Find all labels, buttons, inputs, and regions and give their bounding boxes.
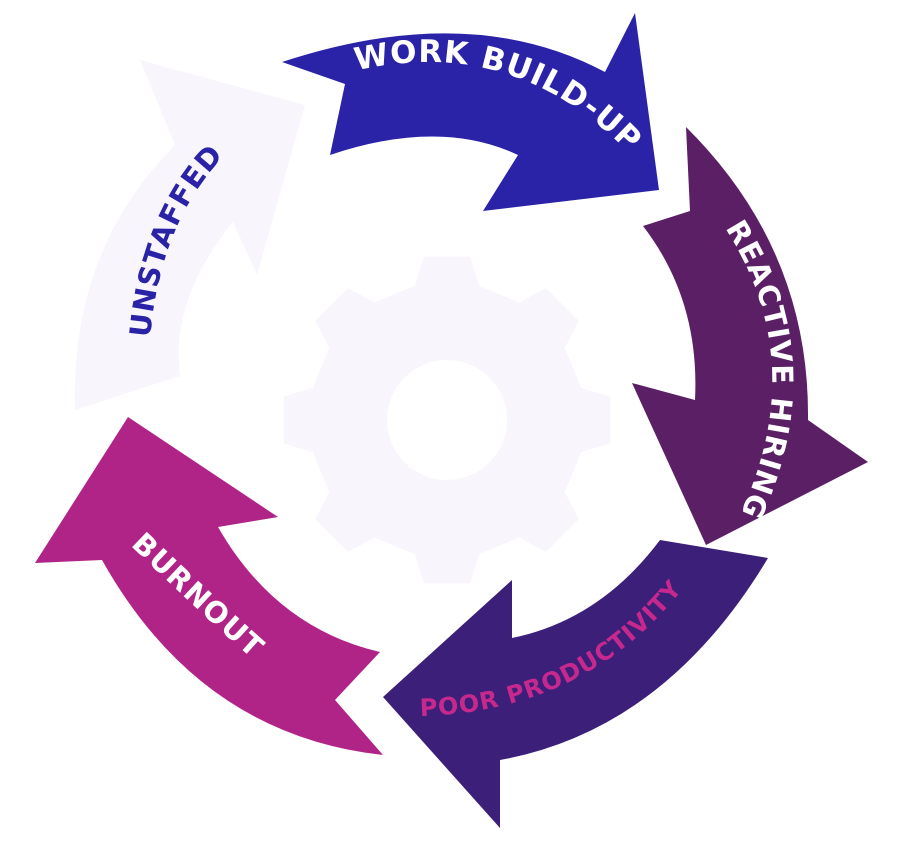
gear-icon: [283, 256, 611, 584]
arrow-shape-unstaffed: [74, 60, 305, 410]
arrow-reactive-hiring: REACTIVE HIRING: [632, 127, 868, 545]
arrow-shape-burnout: [35, 417, 383, 755]
arrow-shape-poor-productivity: [383, 540, 768, 828]
arrow-shape-work-build-up: [282, 13, 659, 211]
arrow-work-build-up: WORK BUILD-UP: [282, 13, 659, 211]
arrow-shape-reactive-hiring: [632, 127, 868, 545]
arrow-unstaffed: UNSTAFFED: [74, 60, 305, 410]
